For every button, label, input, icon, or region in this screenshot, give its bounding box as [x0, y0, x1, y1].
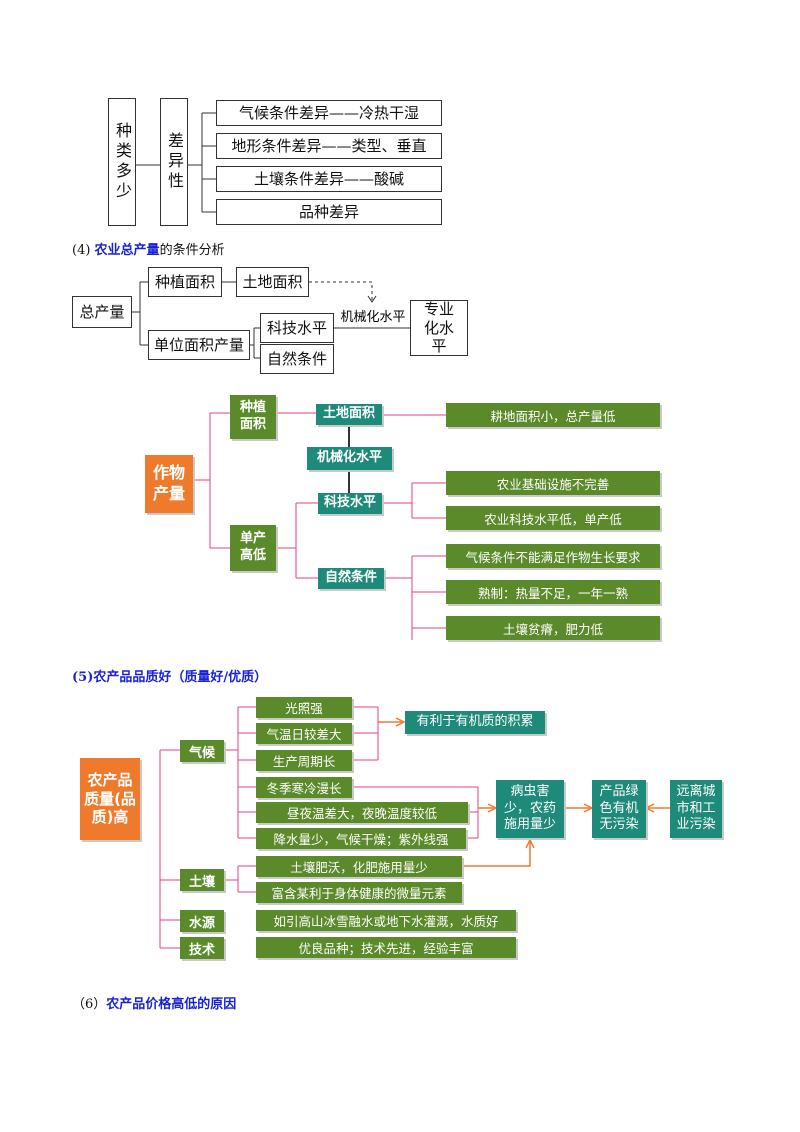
d4-root: 总产量 — [72, 296, 132, 328]
crop-result-land: 耕地面积小，总产量低 — [446, 403, 660, 427]
variety-branch-box: 差异性 — [160, 98, 188, 226]
d4-unit-yield: 单位面积产量 — [148, 330, 250, 360]
d4-plant-area: 种植面积 — [148, 267, 222, 297]
d4-nature: 自然条件 — [260, 344, 334, 374]
quality-soil: 土壤 — [180, 869, 224, 891]
variety-item-4: 品种差异 — [216, 199, 442, 225]
d4-specialization: 专业化水平 — [410, 300, 468, 356]
crop-root: 作物产量 — [145, 455, 193, 513]
heading-6: （6）农产品价格高低的原因 — [72, 993, 236, 1012]
d4-tech: 科技水平 — [260, 313, 334, 343]
climate-item-5: 昼夜温差大，夜晚温度较低 — [256, 802, 468, 823]
d4-land-area: 土地面积 — [236, 267, 309, 297]
crop-nature: 自然条件 — [318, 568, 384, 589]
d4-mechanization: 机械化水平 — [336, 306, 410, 326]
quality-green: 产品绿色有机无污染 — [592, 780, 646, 838]
heading-4: (4) 农业总产量的条件分析 — [72, 239, 225, 258]
heading-6-prefix: （6） — [72, 997, 107, 1012]
heading-4-highlight: 农业总产量 — [94, 243, 160, 258]
variety-item-3: 土壤条件差异——酸碱 — [216, 166, 442, 192]
quality-accumulate: 有利于有机质的积累 — [405, 711, 545, 734]
climate-item-1: 光照强 — [256, 697, 352, 718]
climate-item-6: 降水量少，气候干燥；紫外线强 — [256, 828, 466, 849]
crop-land-area: 土地面积 — [316, 404, 382, 425]
variety-branch-label: 差异性 — [165, 132, 184, 192]
quality-far: 远离城市和工业污染 — [670, 780, 722, 838]
crop-unit-low: 单产高低 — [230, 525, 276, 571]
crop-nature-item-1: 气候条件不能满足作物生长要求 — [446, 544, 660, 568]
crop-tech-item-2: 农业科技水平低，单产低 — [446, 506, 660, 530]
climate-item-3: 生产周期长 — [256, 750, 352, 771]
climate-item-4: 冬季寒冷漫长 — [256, 777, 352, 798]
tech-item: 优良品种；技术先进，经验丰富 — [256, 937, 516, 958]
crop-nature-item-2: 熟制：热量不足，一年一熟 — [446, 580, 660, 604]
heading-4-suffix: 的条件分析 — [159, 243, 225, 258]
quality-tech: 技术 — [180, 937, 224, 959]
crop-tech: 科技水平 — [318, 493, 382, 514]
quality-climate: 气候 — [180, 740, 224, 762]
soil-item-2: 富含某利于身体健康的微量元素 — [256, 882, 462, 903]
heading-5: (5)农产品品质好（质量好/优质） — [72, 670, 268, 685]
quality-pest: 病虫害少，农药施用量少 — [496, 780, 564, 838]
heading-4-prefix: (4) — [72, 243, 95, 258]
quality-water: 水源 — [180, 910, 224, 932]
variety-item-1: 气候条件差异——冷热干湿 — [216, 100, 442, 126]
crop-plant-area: 种植面积 — [230, 395, 276, 439]
climate-item-2: 气温日较差大 — [256, 723, 352, 744]
quality-root: 农产品质量(品质)高 — [80, 758, 140, 840]
crop-nature-item-3: 土壤贫瘠，肥力低 — [446, 616, 660, 640]
soil-item-1: 土壤肥沃，化肥施用量少 — [256, 856, 462, 877]
water-item: 如引高山冰雪融水或地下水灌溉，水质好 — [256, 910, 516, 931]
variety-root-box: 种类多少 — [108, 98, 136, 226]
crop-mechanization: 机械化水平 — [307, 447, 392, 470]
heading-6-highlight: 农产品价格高低的原因 — [106, 997, 237, 1012]
variety-item-2: 地形条件差异——类型、垂直 — [216, 133, 442, 159]
variety-root-label: 种类多少 — [113, 122, 132, 202]
crop-tech-item-1: 农业基础设施不完善 — [446, 471, 660, 495]
